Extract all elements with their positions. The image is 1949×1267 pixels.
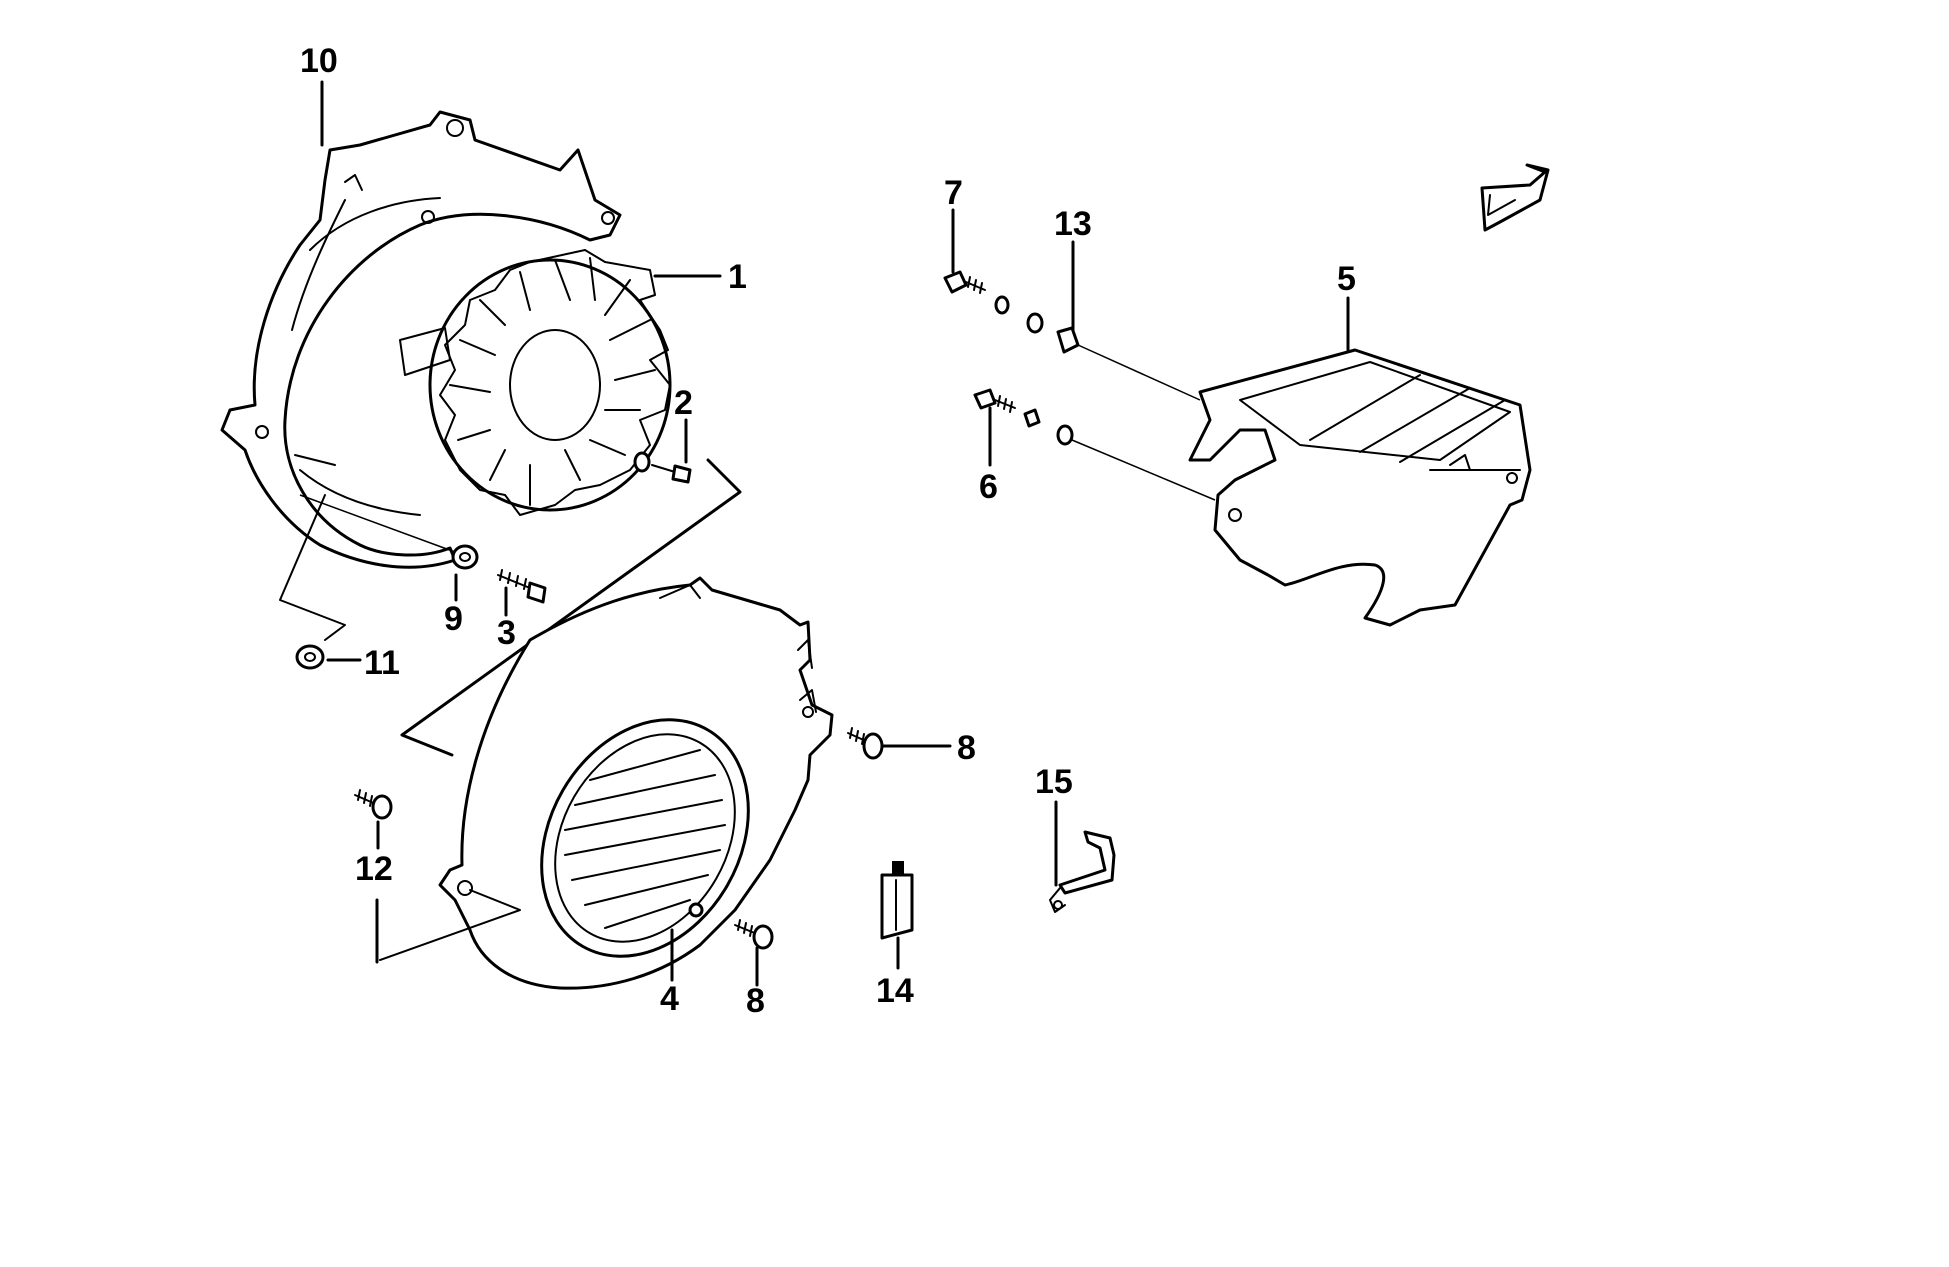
callout-7: 7	[944, 174, 963, 212]
callout-9: 9	[444, 600, 463, 638]
exploded-parts-diagram: 10 1 2 9 3 11 7 13 5 6 8 15 12 4 8 14	[220, 42, 1550, 1019]
leader-lines	[320, 80, 1350, 987]
callout-6: 6	[979, 468, 998, 506]
callout-13: 13	[1054, 205, 1092, 243]
clip-14	[880, 861, 914, 940]
screw-8-right	[847, 727, 884, 760]
spacer-and-screw	[299, 494, 547, 604]
callout-12: 12	[355, 850, 393, 888]
callout-14: 14	[876, 972, 914, 1010]
bolt-6-assembly	[973, 388, 1216, 501]
cylinder-cover	[1188, 348, 1532, 627]
callout-8-bottom: 8	[746, 982, 765, 1019]
group-bracket-cover	[400, 458, 742, 757]
screw-8-bottom	[734, 919, 774, 950]
fan-shroud-inner	[220, 110, 622, 569]
screw-12	[354, 789, 393, 820]
callout-5: 5	[1337, 260, 1356, 298]
callout-15: 15	[1035, 763, 1073, 801]
callout-4: 4	[660, 980, 679, 1018]
group-line-11	[279, 494, 346, 641]
callout-8-right: 8	[957, 729, 976, 767]
bracket-15	[1049, 830, 1116, 913]
callout-1: 1	[728, 258, 747, 296]
fan-cover	[379, 576, 834, 990]
nut-11	[295, 644, 325, 670]
bolt-7-assembly	[943, 270, 1201, 401]
cooling-fan	[399, 249, 672, 516]
callout-10: 10	[300, 42, 338, 80]
front-arrow-icon	[1480, 163, 1550, 232]
callout-2: 2	[674, 384, 693, 422]
callout-11: 11	[364, 644, 400, 682]
fan-bolt	[633, 451, 692, 484]
callout-3: 3	[497, 614, 516, 652]
